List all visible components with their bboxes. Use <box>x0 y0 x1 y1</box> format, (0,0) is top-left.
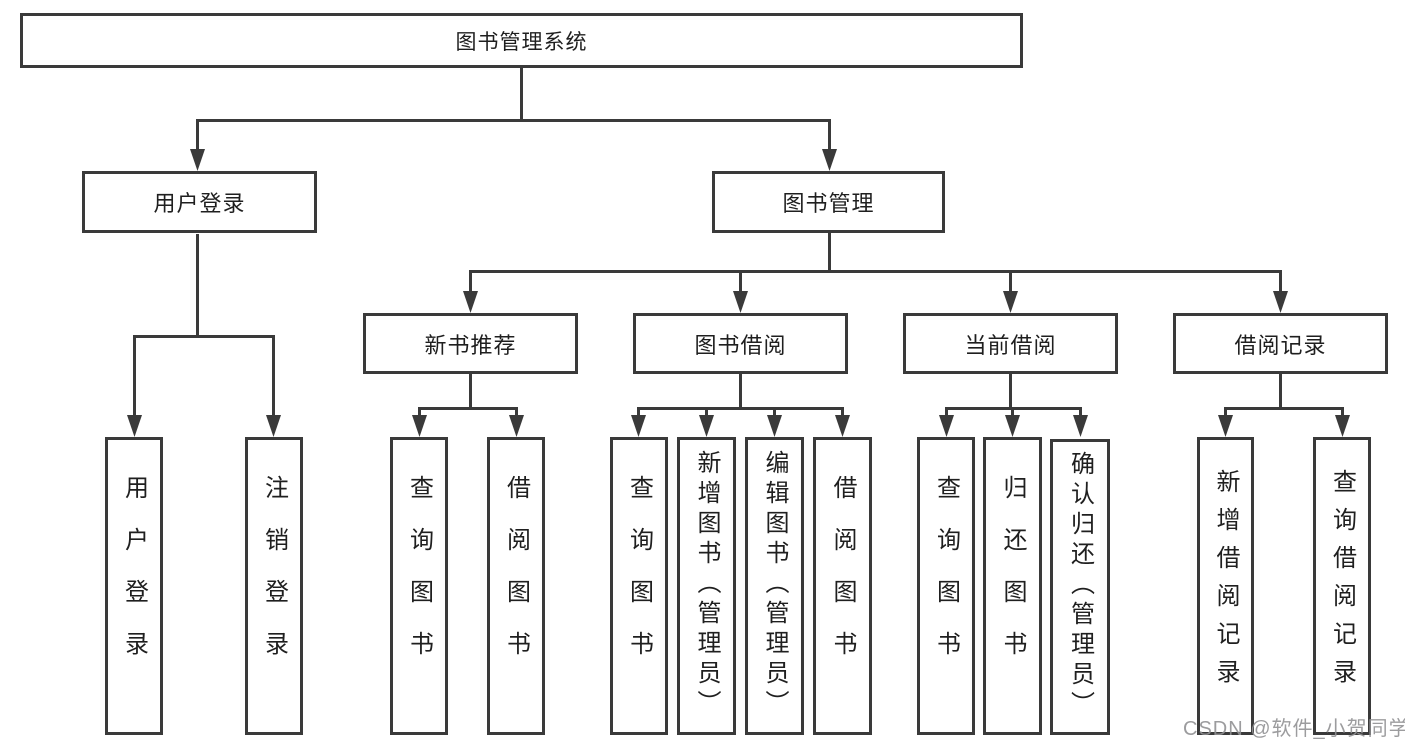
node-label: 查询图书 <box>932 475 960 683</box>
arrowhead-icon <box>463 291 478 313</box>
leaf-logout: 注销登录 <box>245 437 303 735</box>
leaf-query-books-recommend: 查询图书 <box>390 437 448 735</box>
node-label: 用户登录 <box>153 191 246 216</box>
arrowhead-icon <box>822 149 837 171</box>
arrowhead-icon <box>412 415 427 437</box>
arrowhead-icon <box>733 291 748 313</box>
leaf-borrow-books-recommend: 借阅图书 <box>487 437 545 735</box>
arrowhead-icon <box>1273 291 1288 313</box>
node-label: 新增借阅记录 <box>1212 468 1239 697</box>
node-label: 借阅图书 <box>502 475 530 683</box>
node-label: 当前借阅 <box>964 332 1057 358</box>
node-label: 注销登录 <box>260 475 288 683</box>
node-label: 查询借阅记录 <box>1328 468 1356 697</box>
leaf-borrow-books: 借阅图书 <box>813 437 872 735</box>
arrowhead-icon <box>1005 415 1020 437</box>
leaf-edit-books-admin: 编辑图书（管理员） <box>745 437 804 735</box>
node-label: 新增图书（管理员） <box>693 449 720 720</box>
node-book-borrowing: 图书借阅 <box>633 313 848 374</box>
arrowhead-icon <box>631 415 646 437</box>
leaf-confirm-return-admin: 确认归还（管理员） <box>1050 439 1110 735</box>
node-current-borrowing: 当前借阅 <box>903 313 1118 374</box>
node-book-management: 图书管理 <box>712 171 945 233</box>
arrowhead-icon <box>1073 415 1088 437</box>
node-label: 借阅图书 <box>829 475 856 683</box>
leaf-query-books-current: 查询图书 <box>917 437 975 735</box>
arrowhead-icon <box>767 415 782 437</box>
arrowhead-icon <box>509 415 524 437</box>
leaf-add-books-admin: 新增图书（管理员） <box>677 437 736 735</box>
node-label: 查询图书 <box>405 475 433 683</box>
watermark: CSDN @软件_小贺同学 <box>1183 718 1405 740</box>
node-label: 借阅记录 <box>1234 332 1327 358</box>
node-label: 归还图书 <box>999 475 1026 683</box>
arrowhead-icon <box>1003 291 1018 313</box>
node-label: 用户登录 <box>120 475 148 683</box>
arrowhead-icon <box>1335 415 1350 437</box>
node-library-system: 图书管理系统 <box>20 13 1023 68</box>
arrowhead-icon <box>939 415 954 437</box>
arrowhead-icon <box>699 415 714 437</box>
node-label: 图书管理系统 <box>455 30 588 54</box>
node-label: 确认归还（管理员） <box>1066 450 1094 721</box>
arrowhead-icon <box>1218 415 1233 437</box>
arrowheads <box>127 149 1350 437</box>
arrowhead-icon <box>190 149 205 171</box>
node-label: 图书管理 <box>782 191 875 216</box>
node-new-book-recommend: 新书推荐 <box>363 313 578 374</box>
connector-lines <box>133 68 1344 419</box>
leaf-user-login: 用户登录 <box>105 437 163 735</box>
node-borrow-records: 借阅记录 <box>1173 313 1388 374</box>
arrowhead-icon <box>835 415 850 437</box>
leaf-query-books-borrow: 查询图书 <box>610 437 668 735</box>
node-label: 图书借阅 <box>694 332 787 358</box>
leaf-add-borrow-record: 新增借阅记录 <box>1197 437 1254 735</box>
leaf-query-borrow-record: 查询借阅记录 <box>1313 437 1371 735</box>
arrowhead-icon <box>266 415 281 437</box>
node-label: 新书推荐 <box>424 332 517 358</box>
node-label: 编辑图书（管理员） <box>761 449 788 720</box>
node-user-login: 用户登录 <box>82 171 317 233</box>
arrowhead-icon <box>127 415 142 437</box>
leaf-return-books: 归还图书 <box>983 437 1042 735</box>
node-label: 查询图书 <box>625 475 653 683</box>
